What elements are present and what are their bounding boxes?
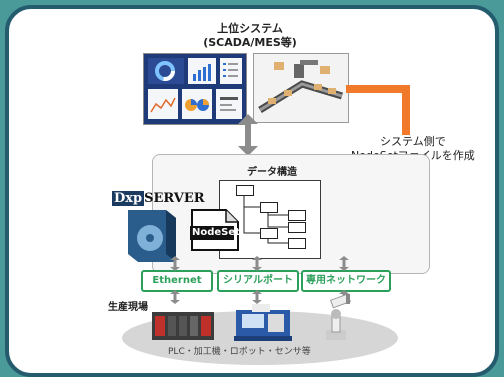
data-structure-label: データ構造 xyxy=(247,167,297,178)
tree-node xyxy=(288,210,306,221)
robot-arm-icon xyxy=(326,293,351,340)
connection-serial-port: シリアルポート xyxy=(217,270,299,292)
line-chart-icon xyxy=(150,97,176,113)
nodeset-file-icon: NodeSet xyxy=(190,208,240,252)
donut-chart-icon xyxy=(155,61,175,81)
factory-conveyor-image xyxy=(253,53,349,123)
dxpserver-logo-prefix: Dxp xyxy=(112,191,145,206)
tree-node xyxy=(236,185,254,196)
serial-arrow-icon xyxy=(252,256,262,271)
top-system-title-line2: (SCADA/MES等) xyxy=(203,36,297,49)
connection-dedicated-network: 専用ネットワーク xyxy=(301,270,391,292)
ethernet-arrow-icon xyxy=(170,256,180,271)
orange-arrow-top-segment xyxy=(346,85,404,93)
sync-arrow-icon xyxy=(238,114,258,156)
tree-node xyxy=(260,202,278,213)
scada-dashboard-image xyxy=(143,53,247,125)
plc-arrow-icon xyxy=(170,290,180,304)
tree-node xyxy=(260,228,278,239)
nodeset-label: NodeSet xyxy=(192,227,240,238)
top-system-title-line1: 上位システム xyxy=(217,22,283,35)
bar-chart-icon xyxy=(193,64,211,81)
network-arrow-icon xyxy=(339,256,349,271)
pie-charts-icon xyxy=(185,99,209,111)
top-system-title: 上位システム (SCADA/MES等) xyxy=(190,22,310,50)
tree-node xyxy=(288,238,306,249)
field-label: 生産現場 xyxy=(108,302,148,313)
tree-node xyxy=(288,222,306,233)
document-icon xyxy=(190,209,239,251)
connection-ethernet: Ethernet xyxy=(141,270,213,292)
machine-tool-icon xyxy=(234,304,292,341)
machine-arrow-icon xyxy=(252,290,262,304)
plc-device-icon xyxy=(152,312,214,340)
stats-panel-icon xyxy=(220,97,238,111)
dxpserver-logo-name: SERVER xyxy=(144,191,205,206)
conveyor-robot-icon xyxy=(258,60,344,113)
legend-list-icon xyxy=(223,63,238,77)
annotation-line1: システム側で xyxy=(380,135,446,148)
devices-caption: PLC・加工機・ロボット・センサ等 xyxy=(168,347,311,357)
dxpserver-product-box-icon xyxy=(128,210,176,262)
